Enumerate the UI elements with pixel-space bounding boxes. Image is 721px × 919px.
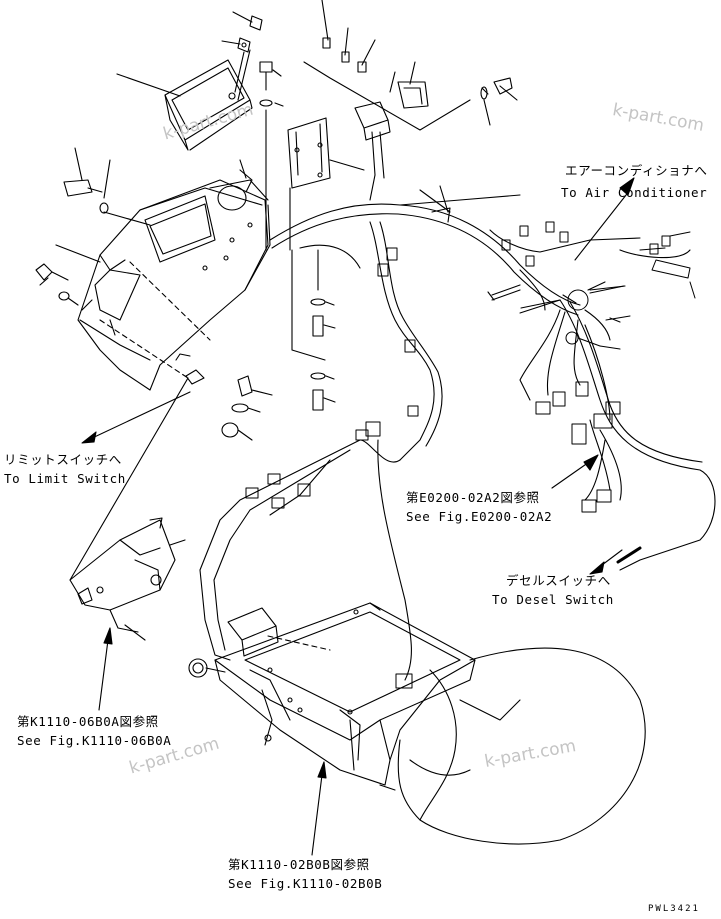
fastener-parts [303, 0, 518, 131]
dashed-links [69, 261, 331, 651]
connector-block [354, 101, 391, 201]
harness-connectors [245, 221, 696, 689]
fig-e0200-label-jp: 第E0200-02A2図参照 [406, 490, 540, 505]
fig-e0200-label-en: See Fig.E0200-02A2 [406, 509, 553, 524]
desel-switch-label-jp: デセルスイッチへ [506, 573, 611, 588]
air-conditioner-label-jp: エアーコンディショナへ [565, 163, 708, 178]
bolt-parts [259, 61, 284, 251]
fig-k1110-02-label-en: See Fig.K1110-02B0B [228, 876, 383, 891]
console-housing [55, 159, 271, 391]
fig-k1110-06-label-en: See Fig.K1110-06B0A [17, 733, 172, 748]
monitor-panel [116, 59, 253, 151]
harness [199, 189, 716, 681]
fig-k1110-02-label-jp: 第K1110-02B0B図参照 [228, 857, 370, 872]
small-parts [175, 353, 273, 441]
drawing-code: PWL3421 [648, 904, 700, 914]
air-conditioner-label-en: To Air Conditioner [561, 185, 708, 200]
limit-switch-label-jp: リミットスイッチへ [4, 452, 122, 467]
clip-parts [221, 11, 263, 101]
bracket [287, 117, 365, 251]
callout-arrows [81, 177, 635, 856]
desel-switch-label-en: To Desel Switch [492, 592, 614, 607]
left-bolts [35, 147, 151, 306]
controller-box [188, 602, 646, 845]
limit-switch-label-en: To Limit Switch [4, 471, 126, 486]
leader-lines [439, 185, 631, 347]
fig-k1110-06-label-jp: 第K1110-06B0A図参照 [17, 714, 159, 729]
center-bolts [291, 249, 336, 411]
limit-switch-bracket [69, 517, 186, 641]
